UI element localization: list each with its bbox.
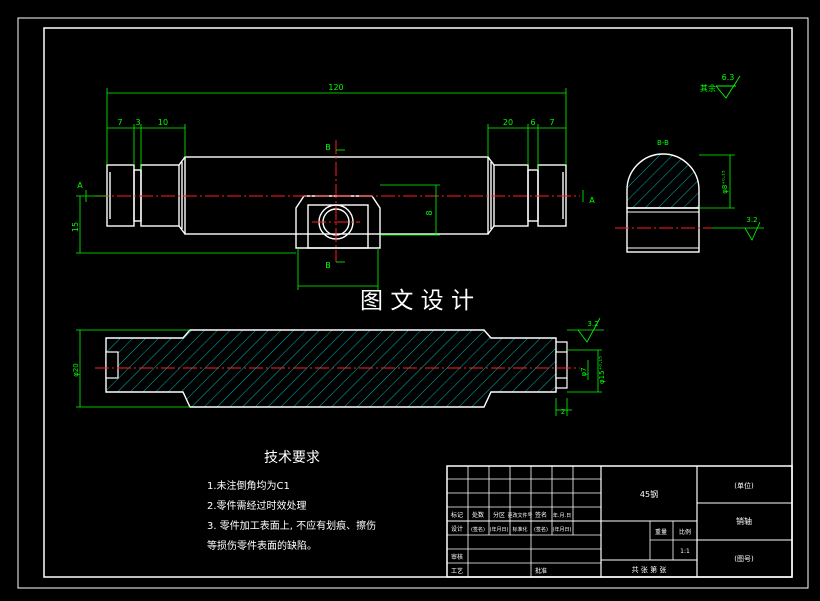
outer-frame — [17, 17, 809, 589]
rev-header-1: 标记 — [451, 511, 463, 519]
dim-overall-length: 120 — [328, 83, 343, 92]
surface-finish-label: 其余 — [700, 83, 716, 93]
dim-right-3: 7 — [549, 118, 554, 127]
front-dimensions — [76, 88, 584, 290]
sheet-text: 共 张 第 张 — [632, 565, 667, 574]
sign-row-5: (签名) — [534, 526, 548, 533]
watermark: 图 文 设 计 — [360, 288, 474, 314]
label-approve: 批准 — [535, 567, 547, 575]
roughness-symbol — [715, 75, 741, 99]
right-bore-step — [556, 341, 568, 389]
cut-mark-left: A — [77, 181, 83, 190]
rev-header-4: 更改文件号 — [507, 512, 532, 519]
section-mark-bottom: B — [325, 261, 331, 270]
sign-row-3: (年月日) — [490, 526, 509, 533]
rev-header-2: 处数 — [472, 511, 484, 519]
title-block — [446, 465, 793, 578]
dim-left-1: 7 — [117, 118, 122, 127]
surface-finish-value: 6.3 — [722, 73, 735, 82]
section-b-label: B-B — [657, 139, 669, 147]
dim-left-3: 10 — [158, 118, 168, 127]
dim-bore-b: φ15⁺⁰·¹⁵ — [598, 356, 606, 384]
drawing-number: (图号) — [734, 555, 754, 563]
rev-header-3: 分区 — [493, 511, 505, 519]
material: 45钢 — [640, 489, 658, 499]
company: (单位) — [734, 481, 754, 490]
tech-requirements: 技术要求 1.未注倒角均为C1 2.零件需经过时效处理 3. 零件加工表面上, … — [207, 450, 376, 552]
section-mark-top: B — [325, 143, 331, 152]
dim-left-2: 3 — [135, 118, 140, 127]
dim-hole: 8 — [425, 210, 434, 215]
dim-right-1: 20 — [503, 118, 513, 127]
rev-header-5: 签名 — [535, 511, 547, 519]
rev-header-6: 年.月.日 — [553, 512, 571, 519]
dim-right-2: 6 — [530, 118, 535, 127]
tech-item-2: 2.零件需经过时效处理 — [207, 499, 307, 512]
surface-finish-note: 其余 6.3 — [700, 73, 741, 99]
title-block-text: 标记 处数 分区 更改文件号 签名 年.月.日 设计 (签名) (年月日) 标准… — [451, 481, 754, 575]
sectional-roughness: 3.2 — [587, 320, 598, 328]
front-dim-text: 120 7 3 10 20 6 7 15 8 B B A A — [71, 83, 595, 270]
dim-step: 2 — [561, 408, 565, 416]
scale-value: 1:1 — [680, 548, 690, 555]
sign-row-2: (签名) — [471, 526, 485, 533]
front-centerlines — [95, 140, 580, 262]
sign-row-6: (年月日) — [553, 526, 572, 533]
scale-label: 比例 — [679, 528, 691, 536]
inner-frame — [43, 27, 793, 578]
tech-item-4: 等损伤零件表面的缺陷。 — [207, 539, 317, 552]
left-bore — [105, 351, 119, 379]
section-b-view: B-B φ8⁺⁰·¹⁵ 3.2 — [615, 139, 764, 253]
section-b-lower — [626, 207, 700, 253]
tech-item-3: 3. 零件加工表面上, 不应有划痕、擦伤 — [207, 519, 376, 532]
right-bore — [555, 351, 568, 379]
section-b-hatched — [626, 153, 700, 209]
tech-item-1: 1.未注倒角均为C1 — [207, 479, 290, 492]
dim-height: 15 — [71, 222, 80, 232]
boss-inner — [307, 204, 369, 249]
dim-bore-a: φ7 — [580, 367, 588, 376]
sectional-view: φ20 φ7 φ15⁺⁰·¹⁵ 3.2 2 — [72, 317, 606, 416]
label-process: 工艺 — [451, 567, 463, 575]
cut-mark-right: A — [589, 196, 595, 205]
weight-label: 重量 — [655, 528, 667, 536]
section-b-dim: φ8⁺⁰·¹⁵ — [721, 170, 729, 194]
dim-diameter: φ20 — [72, 363, 80, 377]
section-b-roughness: 3.2 — [746, 216, 757, 224]
label-review: 审核 — [451, 553, 463, 561]
sign-row-1: 设计 — [451, 525, 463, 533]
part-name: 销轴 — [736, 516, 752, 526]
tech-title: 技术要求 — [264, 450, 320, 466]
sign-row-4: 标准化 — [512, 526, 527, 533]
